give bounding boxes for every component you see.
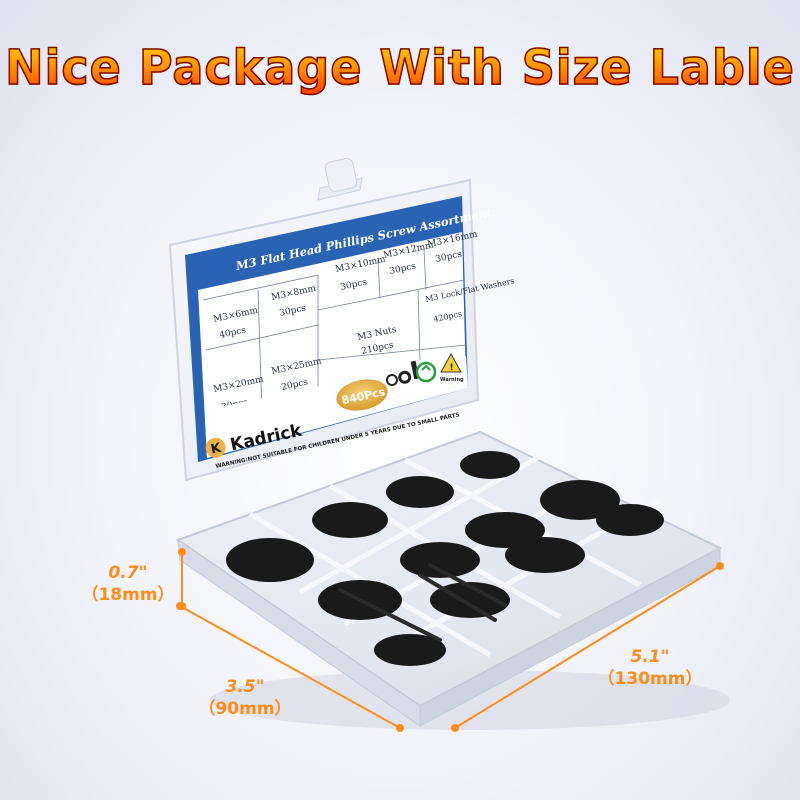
- count-badge: 840Pcs: [336, 379, 388, 411]
- height-mm: （18mm）: [81, 585, 175, 605]
- depth-mm: （90mm）: [198, 699, 292, 719]
- height-dimension: 0.7" （18mm）: [78, 562, 178, 606]
- width-inches: 5.1": [630, 647, 670, 667]
- depth-inches: 3.5": [225, 677, 265, 697]
- width-mm: （130mm）: [597, 669, 703, 689]
- brand-mark: K: [210, 441, 224, 458]
- headline: Nice Package With Size Lable: [0, 38, 800, 96]
- width-dimension: 5.1" （130mm）: [590, 646, 710, 690]
- dimension-lines: [176, 548, 724, 732]
- tray: [175, 430, 723, 727]
- recycle-icon: [415, 361, 437, 383]
- size-label: M3 Flat Head Phillips Screw Assortment M…: [185, 196, 515, 470]
- height-inches: 0.7": [108, 563, 148, 583]
- warning-icon: ! Warning: [440, 352, 464, 383]
- svg-text:!: !: [450, 363, 454, 373]
- warning-icon-text: Warning: [440, 377, 464, 383]
- box-shadow: [210, 670, 730, 730]
- depth-dimension: 3.5" （90mm）: [190, 676, 300, 720]
